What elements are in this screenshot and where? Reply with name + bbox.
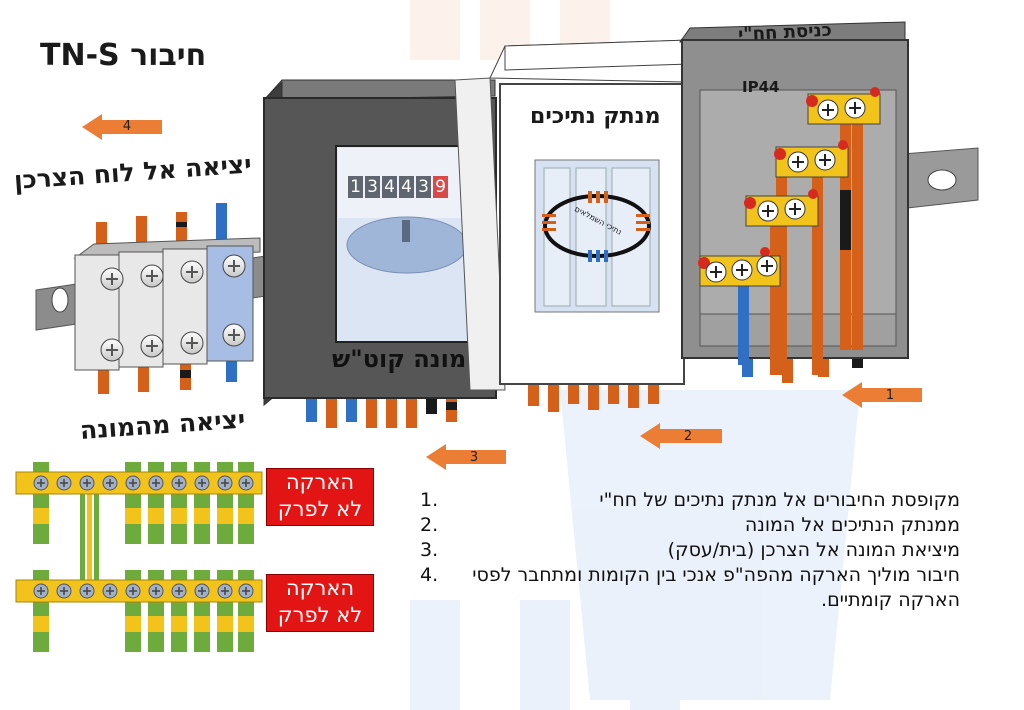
bar-screw-slot [129, 479, 137, 487]
warning-line: הארקה [285, 470, 355, 494]
fuse-disconnect-box [454, 39, 691, 412]
bar-screw-slot [221, 587, 229, 595]
bar-screw-slot [221, 479, 229, 487]
consumer-terminal-block [73, 203, 261, 394]
background-watermark [410, 0, 860, 710]
step-number: 1. [420, 489, 439, 511]
steps-list: מקופסת החיבורים אל מנתק נתיכים של חח"י 1… [420, 488, 960, 613]
ground-bar-assembly [15, 462, 263, 652]
arrow-4 [82, 114, 162, 140]
warning-line: לא לפרק [277, 497, 363, 521]
arrow-number: 3 [469, 450, 479, 465]
arrow-number: 2 [683, 429, 693, 444]
meter-digit: 3 [365, 176, 380, 198]
step-number: 2. [420, 514, 439, 536]
arrow-2 [640, 423, 722, 449]
bar-screw-slot [175, 587, 183, 595]
utility-entry-box [679, 21, 909, 383]
warning-line: לא לפרק [277, 603, 363, 627]
meter-readout: 1 3 4 4 3 9 [348, 176, 458, 198]
bar-screw-slot [60, 479, 68, 487]
meter-box [262, 79, 497, 428]
bar-screw-slot [60, 587, 68, 595]
list-item: ממנתק הנתיכים אל המונה 2. [420, 513, 960, 538]
bar-screw-slot [198, 479, 206, 487]
meter-digit: 4 [399, 176, 414, 198]
arrow-number: 4 [122, 119, 132, 134]
step-text: ממנתק הנתיכים אל המונה [744, 514, 960, 536]
bar-screw-slot [152, 479, 160, 487]
bar-screw-slot [242, 587, 250, 595]
meter-box-label: מונה קוט"ש [332, 345, 467, 373]
ip-rating-label: IP44 [742, 78, 780, 96]
list-item: חיבור מוליך הארקה מהפה"פ אנכי בין הקומות… [420, 563, 960, 613]
step-text: מיציאת המונה אל הצרכן (בית/עסק) [667, 539, 960, 561]
fuse-box-label: מנתק נתיכים [530, 104, 661, 129]
bar-screw-slot [242, 479, 250, 487]
meter-digit: 1 [348, 176, 363, 198]
step-number: 4. [420, 564, 439, 586]
warning-line: הארקה [285, 576, 355, 600]
list-item: מקופסת החיבורים אל מנתק נתיכים של חח"י 1… [420, 488, 960, 513]
bar-screw-slot [83, 587, 91, 595]
bar-screw-slot [129, 587, 137, 595]
bar-screw-slot [37, 587, 45, 595]
step-text: מקופסת החיבורים אל מנתק נתיכים של חח"י [599, 489, 960, 511]
bar-screw-slot [37, 479, 45, 487]
arrow-1 [842, 382, 922, 408]
bar-screw-slot [83, 479, 91, 487]
arrow-3 [426, 444, 506, 470]
meter-digit: 4 [382, 176, 397, 198]
meter-digit: 3 [416, 176, 431, 198]
arrow-number: 1 [885, 388, 895, 403]
page-title: חיבור TN-S [40, 38, 207, 73]
meter-digit: 9 [433, 176, 448, 198]
flow-arrows [82, 114, 922, 470]
bar-screw-slot [175, 479, 183, 487]
bar-screw-slot [152, 587, 160, 595]
bar-screw-slot [106, 479, 114, 487]
list-item: מיציאת המונה אל הצרכן (בית/עסק) 3. [420, 538, 960, 563]
ground-warning-upper: הארקה לא לפרק [266, 468, 374, 526]
step-number: 3. [420, 539, 439, 561]
step-text: חיבור מוליך הארקה מהפה"פ אנכי בין הקומות… [472, 564, 960, 611]
bar-screw-slot [198, 587, 206, 595]
din-rail-right [889, 147, 979, 211]
ground-warning-lower: הארקה לא לפרק [266, 574, 374, 632]
bar-screw-slot [106, 587, 114, 595]
